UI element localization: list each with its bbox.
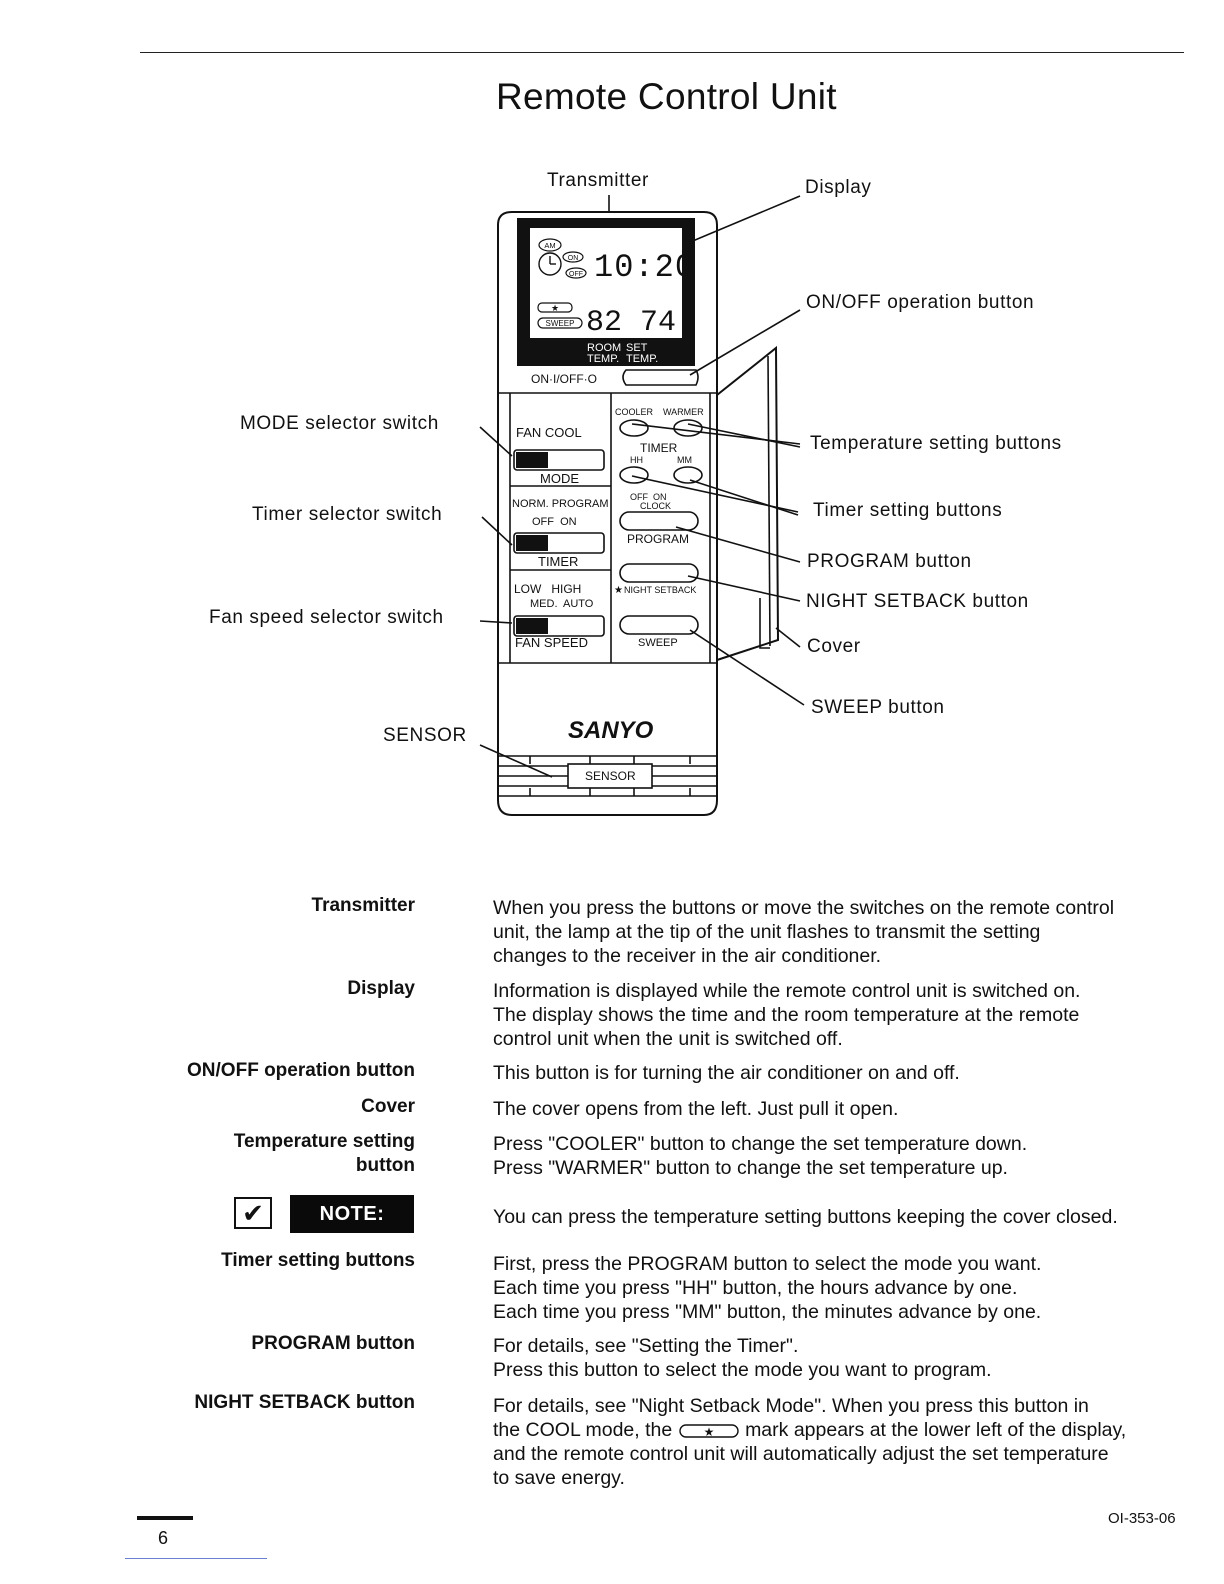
clock-label: CLOCK: [640, 501, 671, 511]
lcd-time: 10:20: [594, 249, 695, 286]
lcd-room-label-1: ROOM: [587, 342, 621, 354]
cooler-label: COOLER: [615, 407, 654, 417]
warmer-label: WARMER: [663, 407, 704, 417]
label-timer-setting: Timer setting buttons: [221, 1250, 415, 1271]
label-transmitter: Transmitter: [311, 895, 415, 916]
text-timer-setting: First, press the PROGRAM button to selec…: [493, 1253, 1042, 1323]
text-onoff: This button is for turning the air condi…: [493, 1062, 960, 1084]
program-label: PROGRAM: [627, 532, 689, 546]
top-rule: [140, 52, 1184, 53]
document-code: OI-353-06: [1108, 1510, 1176, 1527]
timer-top-label: TIMER: [640, 441, 678, 455]
page-title: Remote Control Unit: [496, 76, 837, 117]
lcd-am: AM: [544, 241, 555, 250]
off-on-label: OFF ON: [532, 516, 577, 528]
label-night-setback: NIGHT SETBACK button: [194, 1392, 415, 1413]
text-program: For details, see "Setting the Timer". Pr…: [493, 1335, 992, 1381]
lcd-sweep: SWEEP: [546, 319, 575, 328]
callout-transmitter: Transmitter: [547, 170, 649, 191]
callout-fan-speed: Fan speed selector switch: [209, 607, 444, 628]
mode-label: MODE: [540, 471, 579, 486]
callout-sensor: SENSOR: [383, 725, 467, 746]
callout-cover: Cover: [807, 636, 861, 657]
timer-label: TIMER: [538, 554, 578, 569]
lcd-set-temp: 74: [640, 306, 676, 340]
callout-onoff: ON/OFF operation button: [806, 292, 1035, 313]
med-auto-label: MED. AUTO: [530, 598, 594, 610]
night-setback-label: NIGHT SETBACK: [624, 585, 696, 595]
label-program: PROGRAM button: [251, 1333, 415, 1354]
label-cover: Cover: [361, 1096, 415, 1117]
text-display: Information is displayed while the remot…: [493, 980, 1081, 1050]
lcd-set-label-2: TEMP.: [626, 353, 658, 365]
callout-night-setback: NIGHT SETBACK button: [806, 591, 1029, 612]
lcd-room-label-2: TEMP.: [587, 353, 619, 365]
text-temperature: Press "COOLER" button to change the set …: [493, 1133, 1028, 1179]
note-badge: NOTE:: [290, 1195, 414, 1233]
callout-program: PROGRAM button: [807, 551, 972, 572]
off-clock-on-label: OFF ON: [630, 492, 667, 502]
lcd-on: ON: [568, 255, 579, 262]
page-number: 6: [158, 1528, 169, 1548]
low-high-label: LOW HIGH: [514, 582, 581, 596]
callout-timer-setting: Timer setting buttons: [813, 500, 1003, 521]
label-onoff: ON/OFF operation button: [187, 1060, 415, 1081]
lcd-set-label-1: SET: [626, 342, 648, 354]
mm-label: MM: [677, 455, 692, 465]
remote-illustration: AM ON OFF 10:20 ★ SWEEP 82 74 ROOM TEMP.…: [479, 195, 805, 816]
label-temperature: Temperature setting button: [233, 1131, 415, 1176]
sensor-label: SENSOR: [585, 769, 636, 783]
check-icon: ✔: [234, 1197, 272, 1229]
fan-speed-label: FAN SPEED: [515, 635, 588, 650]
norm-program-label: NORM. PROGRAM: [512, 498, 609, 510]
onoff-label: ON·I/OFF·O: [531, 372, 597, 386]
callout-timer-selector: Timer selector switch: [252, 504, 443, 525]
night-star-icon: ★: [614, 585, 623, 596]
page-number-bar: [137, 1516, 193, 1520]
night-setback-mark-icon: ★: [678, 1424, 739, 1439]
lcd-star: ★: [551, 303, 559, 313]
text-cover: The cover opens from the left. Just pull…: [493, 1098, 899, 1120]
label-display: Display: [347, 978, 415, 999]
text-night-setback: For details, see "Night Setback Mode". W…: [493, 1395, 1127, 1489]
callout-mode: MODE selector switch: [240, 413, 439, 434]
fan-cool-label: FAN COOL: [516, 425, 582, 440]
bottom-line: [125, 1558, 267, 1559]
lcd-room-temp: 82: [586, 306, 622, 340]
hh-label: HH: [630, 455, 643, 465]
text-transmitter: When you press the buttons or move the s…: [493, 897, 1115, 967]
callout-temp: Temperature setting buttons: [810, 433, 1062, 454]
lcd-off: OFF: [569, 271, 583, 278]
brand-logo: SANYO: [568, 717, 654, 744]
sweep-label: SWEEP: [638, 637, 678, 649]
svg-text:★: ★: [703, 1425, 714, 1439]
callout-sweep: SWEEP button: [811, 697, 945, 718]
note-text: You can press the temperature setting bu…: [493, 1206, 1118, 1228]
callout-display: Display: [805, 177, 872, 198]
